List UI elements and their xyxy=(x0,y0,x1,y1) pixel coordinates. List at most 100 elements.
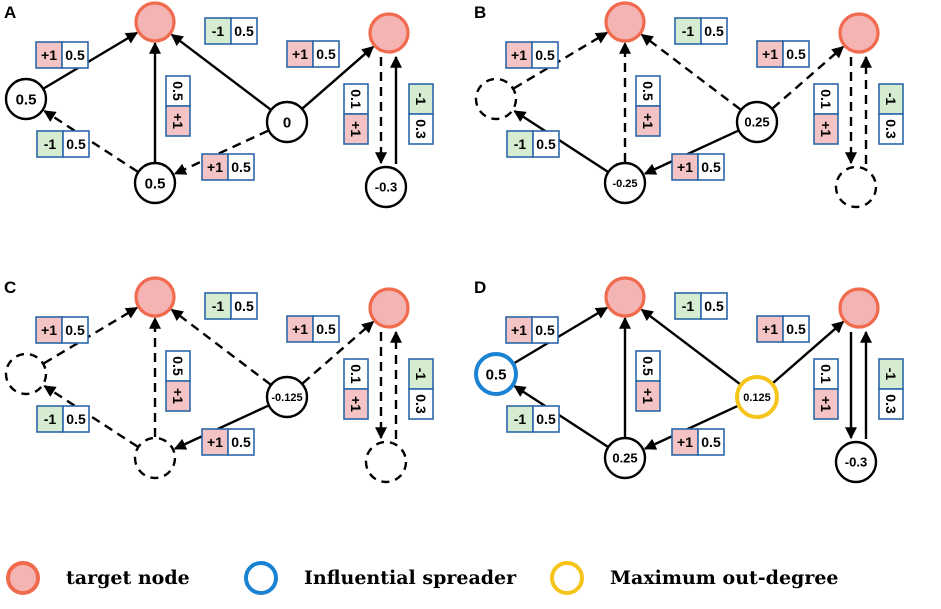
edge-e3-arrow xyxy=(170,308,271,386)
edge-e5-arrow xyxy=(43,384,139,448)
edge-sign-text: +1 xyxy=(170,113,186,129)
edge-weight-cell xyxy=(227,428,255,456)
edge-e5-arrow xyxy=(513,109,609,173)
node-n4 xyxy=(364,165,408,209)
legend-target-swatch xyxy=(6,561,40,595)
edge-weight-cell xyxy=(227,153,255,181)
edge-sign-text: -1 xyxy=(413,93,429,106)
edge-e1-arrow xyxy=(43,306,138,365)
edge-sign-text: +1 xyxy=(818,396,834,412)
edge-weight-cell xyxy=(165,350,191,382)
edge-weight-text: 0.5 xyxy=(234,23,254,39)
edge-label-e8: -10.3 xyxy=(878,83,904,145)
edge-label-e1: +1 0.5 xyxy=(35,41,89,69)
edge-weight-text: 0.5 xyxy=(316,321,336,337)
node-value: -0.3 xyxy=(375,180,397,195)
edge-e4-arrow xyxy=(302,45,375,110)
legend-influential: Influential spreader xyxy=(244,558,516,598)
edge-weight-text: 0.1 xyxy=(818,364,834,384)
edge-weight-text: 0.5 xyxy=(231,159,251,175)
edge-sign-cell xyxy=(35,41,63,69)
edge-e1-arrow xyxy=(43,31,138,90)
edge-weight-cell xyxy=(531,41,559,69)
legend-influential-swatch xyxy=(244,561,278,595)
edge-sign-text: -1 xyxy=(44,136,57,152)
edge-sign-text: -1 xyxy=(212,23,225,39)
edge-weight-text: 0.5 xyxy=(234,298,254,314)
node-n2 xyxy=(603,161,647,205)
edge-label-e7: 0.1+1 xyxy=(343,83,369,145)
edge-sign-cell xyxy=(674,17,702,45)
node-n1 xyxy=(474,352,518,396)
edge-weight-cell xyxy=(312,40,340,68)
target-node xyxy=(604,1,646,43)
edge-sign-cell xyxy=(878,83,904,115)
edge-weight-cell xyxy=(813,358,839,390)
edge-sign-text: +1 xyxy=(41,47,57,63)
edge-label-e7: 0.1 +1 xyxy=(813,358,839,420)
edge-weight-text: 0.5 xyxy=(316,46,336,62)
edge-weight-cell xyxy=(532,130,560,158)
edge-weight-cell xyxy=(408,113,434,145)
edge-sign-text: -1 xyxy=(413,368,429,381)
edge-sign-text: +1 xyxy=(677,434,693,450)
edge-e3-arrow xyxy=(640,308,741,386)
edge-label-e6: +1 0.5 xyxy=(671,428,725,456)
edge-weight-text: 0.5 xyxy=(65,322,85,338)
edge-sign-text: +1 xyxy=(818,121,834,137)
node-n4 xyxy=(364,440,408,484)
edge-weight-cell xyxy=(230,292,258,320)
edge-sign-text: -1 xyxy=(682,23,695,39)
edge-sign-text: +1 xyxy=(207,434,223,450)
edge-label-e2: 0.5+1 xyxy=(635,75,661,137)
edge-label-e8: -1 0.3 xyxy=(408,83,434,145)
edge-sign-cell xyxy=(505,316,533,344)
edge-weight-text: 0.5 xyxy=(701,434,721,450)
node-n1 xyxy=(4,352,48,396)
target-node xyxy=(134,276,176,318)
node-n4 xyxy=(834,165,878,209)
edge-sign-text: +1 xyxy=(170,388,186,404)
edge-weight-cell xyxy=(532,405,560,433)
edge-weight-text: 0.5 xyxy=(170,81,186,101)
node-value: -0.125 xyxy=(271,392,302,404)
edge-weight-cell xyxy=(61,41,89,69)
edge-weight-cell xyxy=(312,315,340,343)
edge-sign-cell xyxy=(165,105,191,137)
edge-sign-text: -1 xyxy=(44,411,57,427)
edge-weight-text: 0.3 xyxy=(413,119,429,139)
edge-sign-text: +1 xyxy=(511,322,527,338)
edge-weight-cell xyxy=(878,388,904,420)
node-n4 xyxy=(834,440,878,484)
edge-e6-arrow xyxy=(643,404,739,450)
edge-weight-text: 0.5 xyxy=(65,47,85,63)
node-value: 0.5 xyxy=(486,366,507,383)
edge-label-e2: 0.5+1 xyxy=(635,350,661,412)
edge-weight-cell xyxy=(230,17,258,45)
edge-weight-text: 0.5 xyxy=(786,46,806,62)
edge-sign-text: -1 xyxy=(883,93,899,106)
panel-letter: A xyxy=(4,3,16,22)
edge-e4-arrow xyxy=(772,320,845,385)
edge-weight-text: 0.5 xyxy=(640,356,656,376)
edge-e4-arrow xyxy=(302,320,375,385)
edge-sign-text: +1 xyxy=(41,322,57,338)
node-n1 xyxy=(474,77,518,121)
legend-max-out: Maximum out-degree xyxy=(550,558,839,598)
edge-sign-text: -1 xyxy=(514,136,527,152)
target-node xyxy=(368,287,410,329)
legend-target: target node xyxy=(6,558,190,598)
edge-label-e2: 0.5 +1 xyxy=(165,75,191,137)
